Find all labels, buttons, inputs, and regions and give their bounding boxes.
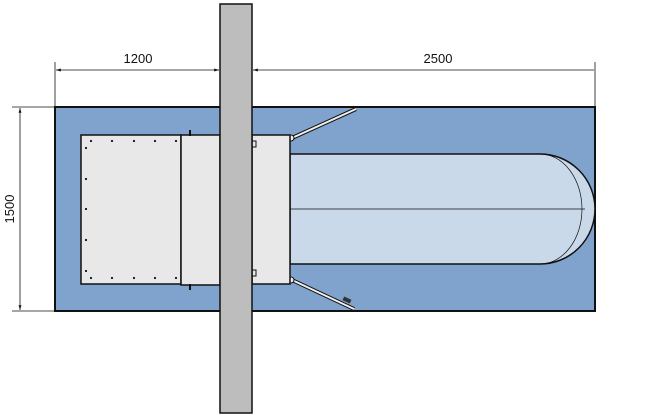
frame-pin-top <box>189 130 191 136</box>
dimension-right-width: 2500 <box>424 51 453 66</box>
wall <box>219 3 253 414</box>
bolt <box>84 207 88 211</box>
cabinet-bolts <box>84 139 178 280</box>
dimension-left-width: 1200 <box>124 51 153 66</box>
dimension-height: 1500 <box>2 195 17 224</box>
bolt <box>110 276 114 280</box>
bolt <box>132 276 136 280</box>
bolt <box>153 139 157 143</box>
bolt <box>89 276 93 280</box>
bolt <box>84 238 88 242</box>
bolt <box>153 276 157 280</box>
bolt <box>110 139 114 143</box>
right-frame <box>251 134 291 285</box>
upper-strut <box>287 107 357 142</box>
bolt <box>174 139 178 143</box>
bolt <box>132 139 136 143</box>
bolt <box>84 146 88 150</box>
left-frame <box>180 134 221 286</box>
dimension-lines <box>12 62 596 312</box>
bolt <box>84 177 88 181</box>
left-cabinet <box>80 134 182 285</box>
bolt <box>174 276 178 280</box>
bolt <box>89 139 93 143</box>
bolt <box>84 269 88 273</box>
frame-pin-bottom <box>189 284 191 290</box>
